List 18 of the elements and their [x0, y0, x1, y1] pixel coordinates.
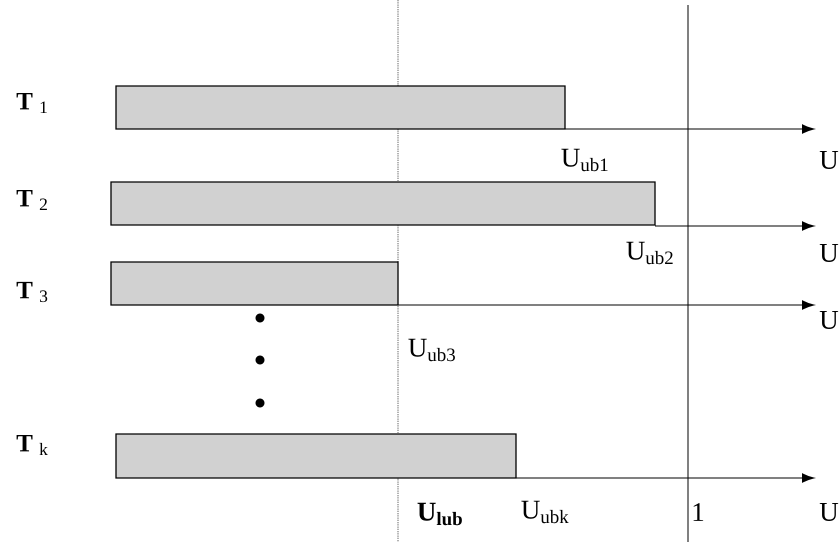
axis-label: U — [820, 151, 838, 169]
axis-label: U — [820, 311, 838, 329]
bound-label: U$_{ub3}$ — [408, 338, 455, 362]
task-label: T $_{3}$ — [16, 282, 48, 302]
utilization-bar — [115, 433, 517, 479]
task-label: T $_{k}$ — [16, 434, 48, 456]
bound-label: U$_{lub}$ — [418, 502, 462, 526]
utilization-bar — [110, 261, 399, 306]
bound-label: U$_{ub1}$ — [561, 148, 608, 172]
axis-label: U — [820, 244, 838, 262]
axis-label: U — [820, 503, 838, 521]
bound-label: U$_{ub2}$ — [626, 242, 673, 264]
axis-tick-label: 1 — [694, 503, 704, 521]
utilization-bar — [110, 181, 656, 226]
task-label: T $_{1}$ — [16, 92, 47, 114]
bound-label: U$_{ubk}$ — [521, 500, 569, 524]
task-label: T $_{2}$ — [16, 190, 47, 210]
utilization-bar — [115, 85, 566, 130]
